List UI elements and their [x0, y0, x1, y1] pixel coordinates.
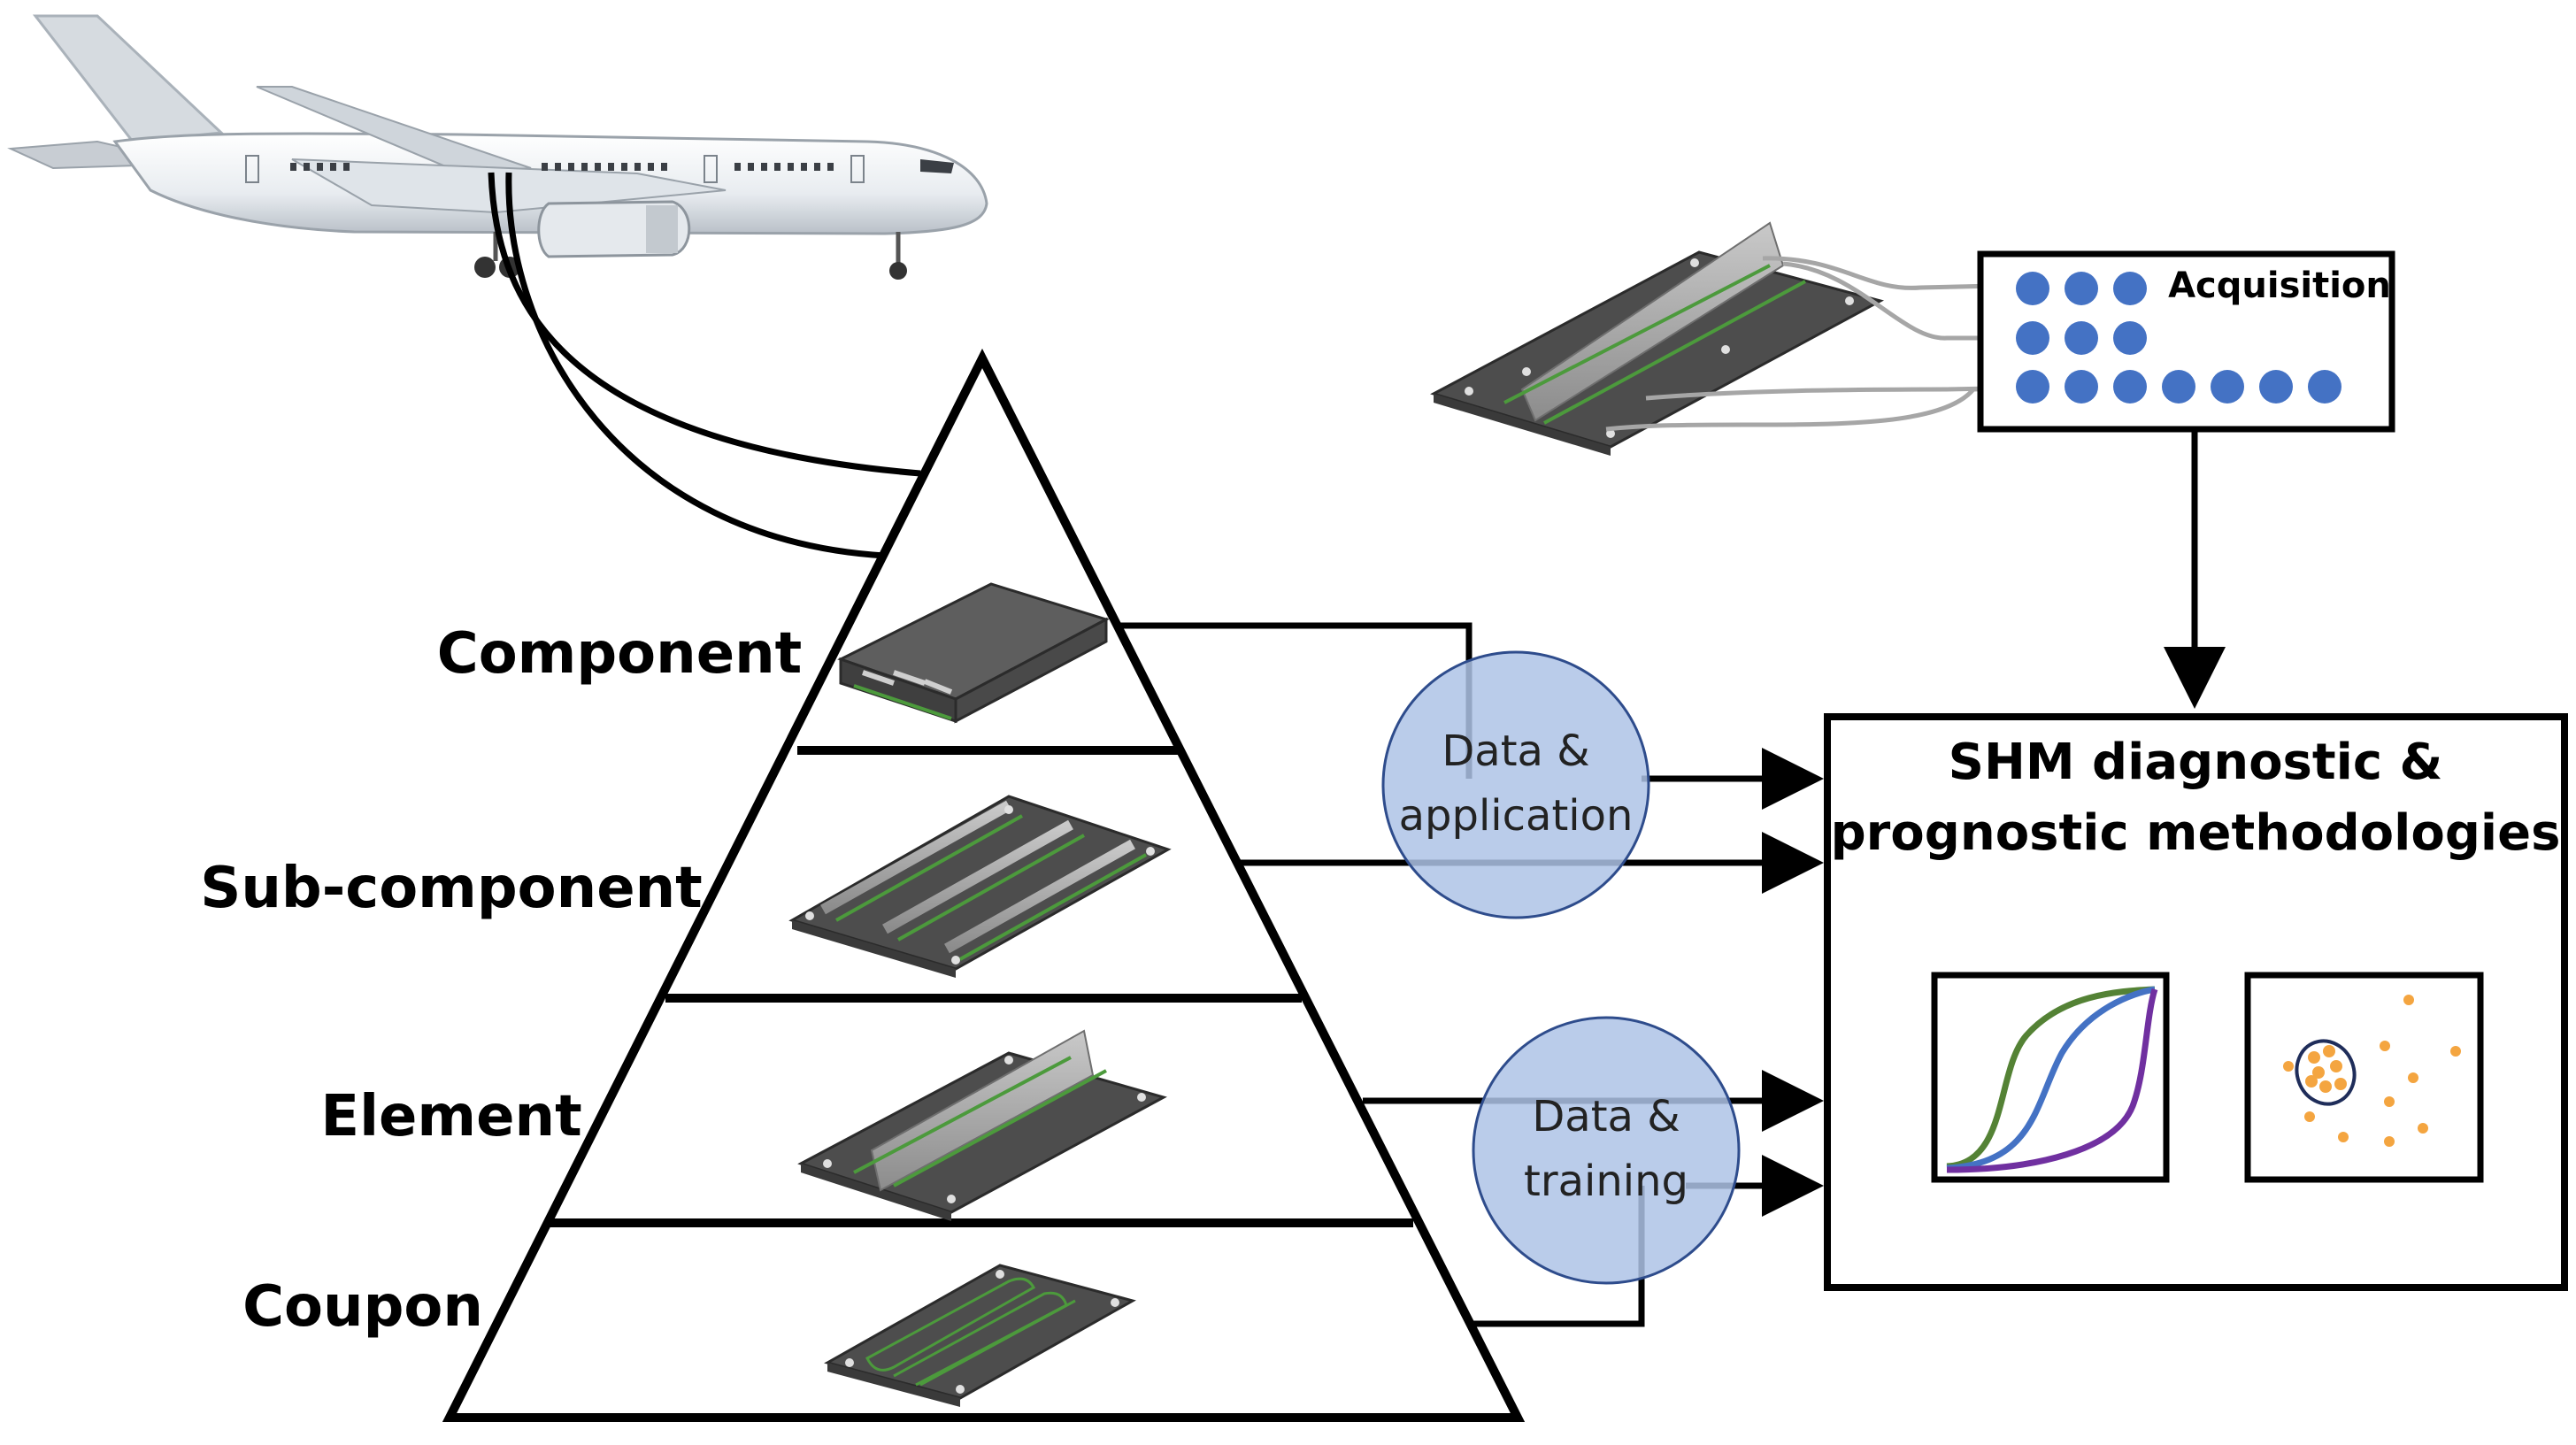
- single-stringer-icon: [797, 1029, 1167, 1221]
- bubble-application-line1: Data &: [1442, 726, 1589, 776]
- level-label-coupon: Coupon: [242, 1274, 483, 1340]
- pyramid: [442, 348, 1526, 1422]
- box-structure-icon: [837, 582, 1110, 724]
- airplane-icon: [7, 14, 988, 280]
- multi-stringer-panel-icon: [788, 795, 1172, 978]
- level-label-component: Component: [437, 621, 803, 687]
- level-label-element: Element: [320, 1084, 581, 1149]
- shm-methodologies-box: SHM diagnostic & prognostic methodologie…: [1824, 713, 2568, 1291]
- stiffened-panel-icon: [1430, 221, 1885, 456]
- bubble-training-line2: training: [1524, 1157, 1688, 1206]
- data-training-bubble: Data & training: [1472, 1016, 1741, 1285]
- acquisition-box: Acquisition: [1977, 250, 2395, 433]
- prognostic-curves-icon: [1931, 972, 2170, 1183]
- shm-title-line2: prognostic methodologies: [1831, 804, 2561, 862]
- airplane-to-pyramid-lines: [488, 172, 921, 559]
- level-label-sub-component: Sub-component: [200, 856, 703, 921]
- acquisition-label: Acquisition: [2168, 265, 2391, 306]
- bubble-application-line2: application: [1399, 791, 1634, 841]
- coupon-plate-icon: [824, 1264, 1136, 1407]
- bubble-training-line1: Data &: [1532, 1092, 1680, 1141]
- sensor-wires: [1605, 256, 2036, 432]
- clustering-scatter-icon: [2244, 972, 2484, 1183]
- shm-title-line1: SHM diagnostic &: [1949, 734, 2443, 791]
- data-application-bubble: Data & application: [1381, 650, 1650, 919]
